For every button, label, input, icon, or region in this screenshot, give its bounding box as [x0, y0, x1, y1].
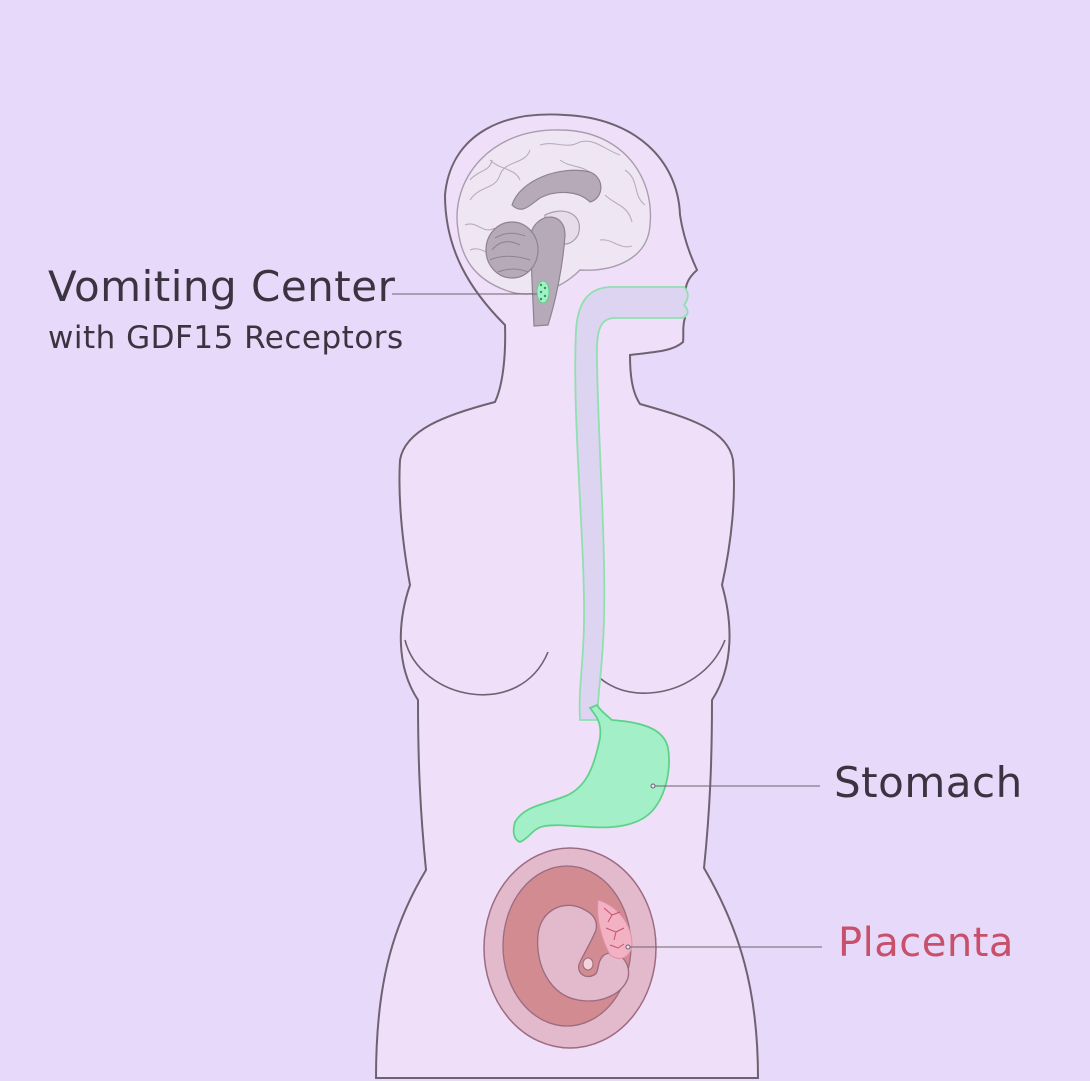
leader-lines [392, 293, 822, 948]
placenta-vessels [603, 907, 625, 949]
vomiting-center-label: Vomiting Center [48, 262, 396, 311]
placenta-leader-dot [625, 944, 631, 950]
fetus [536, 904, 630, 1002]
body-silhouette [374, 113, 760, 1079]
uterus [483, 847, 657, 1049]
vomiting-center-marker [536, 280, 550, 304]
cerebellum [485, 221, 539, 279]
brain [456, 129, 652, 327]
placenta-shape [597, 899, 633, 959]
esophagus [574, 286, 689, 721]
gdf15-receptor-dots [539, 283, 547, 301]
breast-line-left [404, 639, 549, 696]
stomach-leader-dot [650, 783, 656, 789]
stomach-shape [512, 703, 670, 843]
placenta-label: Placenta [838, 920, 1014, 966]
gdf15-receptors-label: with GDF15 Receptors [48, 320, 404, 356]
stomach-label: Stomach [834, 758, 1023, 807]
